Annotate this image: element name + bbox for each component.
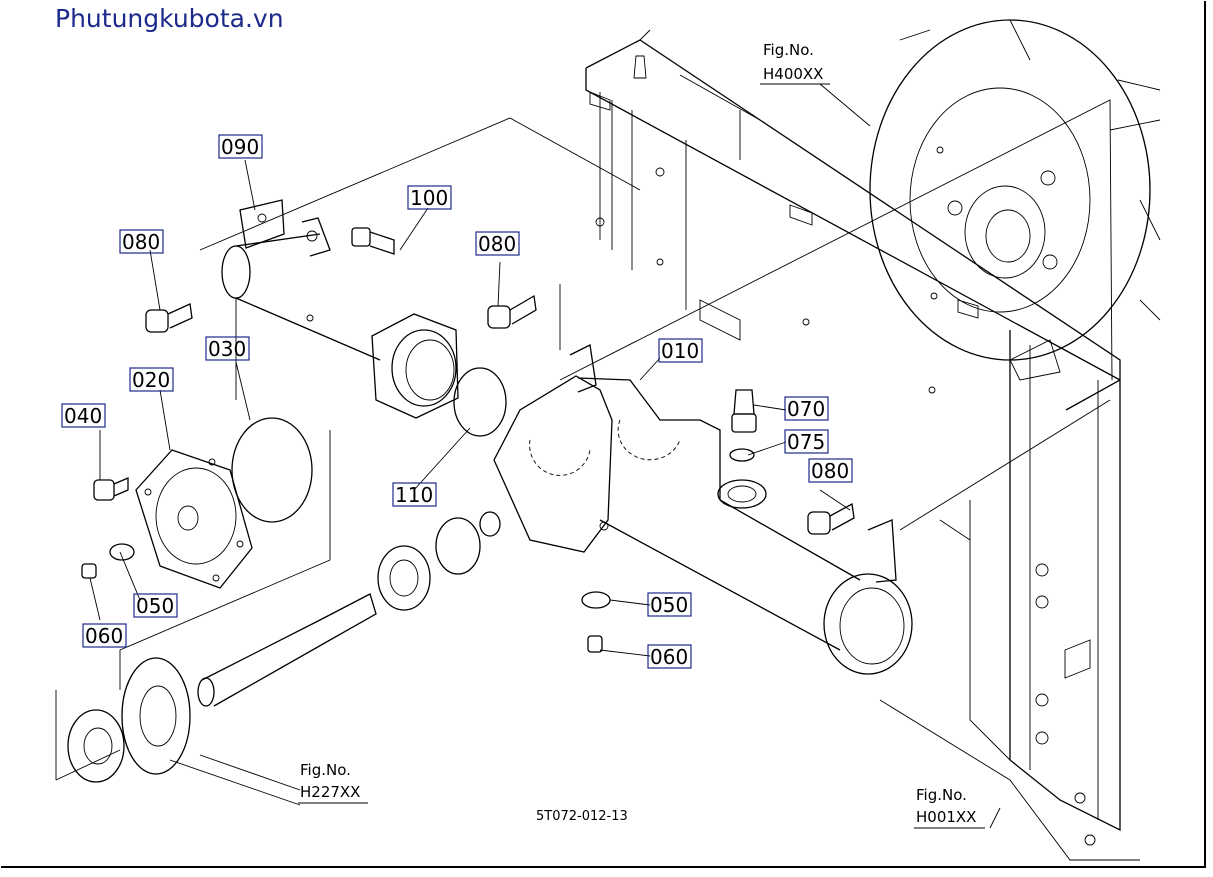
svg-text:080: 080: [122, 230, 160, 254]
svg-text:H400XX: H400XX: [763, 65, 823, 83]
plug-060-left: [81, 563, 97, 579]
bolt-100: [351, 227, 395, 255]
washer-050-right: [581, 591, 611, 609]
breather-070: [731, 389, 757, 433]
callout-030[interactable]: 030: [205, 336, 250, 361]
bolt-040: [93, 477, 129, 501]
fig-ref-h400[interactable]: Fig.No. H400XX: [760, 41, 830, 85]
svg-text:030: 030: [208, 337, 246, 361]
callout-080-right[interactable]: 080: [808, 458, 853, 483]
callout-080-left[interactable]: 080: [119, 229, 164, 254]
housing-010: [493, 344, 913, 675]
svg-text:H001XX: H001XX: [916, 808, 976, 826]
bolt-080-left: [145, 303, 193, 333]
cover-020: [135, 449, 253, 589]
svg-text:Fig.No.: Fig.No.: [763, 41, 814, 59]
callout-060-right[interactable]: 060: [647, 644, 692, 669]
svg-text:090: 090: [221, 135, 259, 159]
svg-text:070: 070: [787, 397, 825, 421]
chassis-frame: [585, 29, 1140, 861]
washer-050-left: [109, 543, 135, 561]
callout-050-right[interactable]: 050: [647, 592, 692, 617]
svg-text:060: 060: [85, 624, 123, 648]
svg-text:H227XX: H227XX: [300, 783, 360, 801]
svg-text:Fig.No.: Fig.No.: [300, 761, 351, 779]
svg-text:080: 080: [478, 232, 516, 256]
shaft-assembly: [67, 511, 501, 783]
assembly-lines: [55, 83, 1113, 829]
callout-070[interactable]: 070: [784, 396, 829, 421]
flywheel: [869, 19, 1161, 361]
svg-text:010: 010: [661, 339, 699, 363]
fig-ref-h227[interactable]: Fig.No. H227XX: [298, 761, 368, 804]
tube-090: [221, 199, 459, 419]
bolt-080-right: [807, 502, 855, 535]
bolt-080-mid: [487, 294, 537, 329]
callout-090[interactable]: 090: [218, 134, 263, 159]
callout-010[interactable]: 010: [658, 338, 703, 363]
plug-060-right: [587, 635, 603, 653]
svg-text:080: 080: [811, 459, 849, 483]
o-ring-030: [231, 417, 313, 523]
svg-text:050: 050: [650, 593, 688, 617]
svg-text:020: 020: [132, 368, 170, 392]
callout-110[interactable]: 110: [392, 482, 437, 507]
svg-text:060: 060: [650, 645, 688, 669]
callout-040[interactable]: 040: [61, 403, 106, 428]
drawing-code: 5T072-012-13: [536, 809, 628, 824]
watermark: Phutungkubota.vn: [55, 4, 284, 33]
o-ring-110: [453, 367, 507, 437]
callout-080-mid[interactable]: 080: [475, 231, 520, 256]
callout-050-left[interactable]: 050: [133, 593, 178, 618]
callout-020[interactable]: 020: [129, 367, 174, 392]
svg-text:050: 050: [136, 594, 174, 618]
svg-text:100: 100: [410, 186, 448, 210]
callout-060-left[interactable]: 060: [82, 623, 127, 648]
svg-text:Fig.No.: Fig.No.: [916, 786, 967, 804]
o-ring-075: [729, 448, 755, 462]
callout-075[interactable]: 075: [784, 429, 829, 454]
fig-ref-h001[interactable]: Fig.No. H001XX: [914, 786, 985, 829]
svg-text:075: 075: [787, 430, 825, 454]
callout-100[interactable]: 100: [407, 185, 452, 210]
svg-text:040: 040: [64, 404, 102, 428]
svg-text:110: 110: [395, 483, 433, 507]
